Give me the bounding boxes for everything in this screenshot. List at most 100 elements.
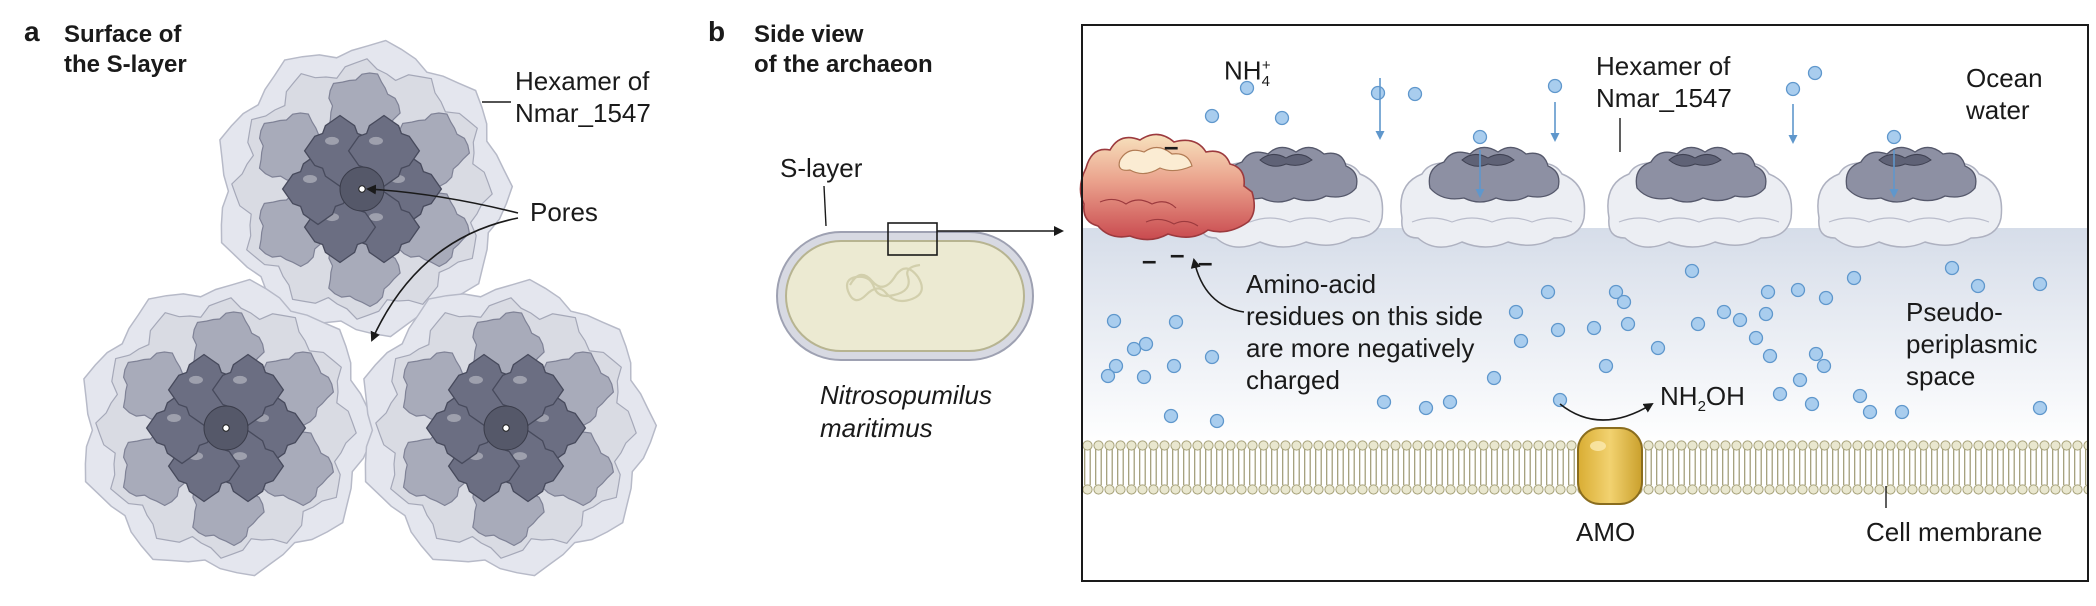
panel-a-title-line1: Surface of [64, 21, 182, 48]
cell-membrane-label: Cell membrane [1866, 517, 2043, 547]
panel-a-hexamer-label-line1: Hexamer of [515, 66, 650, 96]
zoomed-inset [1079, 24, 2089, 582]
panel-b-title-line2: of the archaeon [754, 51, 933, 78]
hexamer-contour [1618, 217, 1780, 223]
hexamer-side-profile [1400, 146, 1586, 248]
genome-coil [845, 263, 923, 303]
ammonia-molecule [1716, 304, 1732, 320]
pore-arrow-1 [366, 184, 519, 214]
pore-icon [222, 424, 230, 432]
ammonia-molecule [1970, 278, 1986, 294]
organism-name-line1: Nitrosopumilus [820, 380, 992, 410]
ammonia-molecule [1846, 270, 1862, 286]
ammonia-molecule [1166, 358, 1182, 374]
ammonia-molecule [1886, 129, 1902, 145]
hexamer-side-profile [1607, 146, 1793, 248]
hexamer-unit [219, 39, 514, 338]
hexamer-top-domain [1635, 146, 1767, 203]
ammonia-molecule [1586, 320, 1602, 336]
ocean-water-label-line1: Ocean [1966, 63, 2043, 93]
amo-label: AMO [1576, 517, 1636, 547]
pores-label: Pores [530, 197, 598, 227]
charge-label-line2: residues on this side [1246, 301, 1484, 331]
ammonia-molecule [2032, 400, 2048, 416]
hexamer-core [1878, 154, 1932, 167]
hexamer-core [1668, 154, 1722, 167]
petal-highlight [369, 213, 383, 222]
hexamer-top-domain [1428, 146, 1560, 203]
panel-a-letter: a [24, 16, 40, 47]
archaeon-cell [776, 185, 1064, 361]
hexamer-contour [1411, 217, 1573, 223]
inset-frame [1081, 24, 2089, 582]
ammonia-molecule [1608, 284, 1624, 300]
ammonia-molecule [1792, 372, 1808, 388]
ammonia-molecule [1239, 80, 1255, 96]
negative-charge-sign: – [1198, 247, 1213, 277]
hexamer-top-domain [1226, 146, 1358, 203]
ammonia-molecule [1598, 358, 1614, 374]
petal-highlight [233, 375, 247, 384]
ammonia-molecules [1100, 65, 2048, 429]
ammonia-molecule [1550, 322, 1566, 338]
ammonia-molecule [1790, 282, 1806, 298]
ammonia-molecule [1620, 316, 1636, 332]
pore-icon [502, 424, 510, 432]
petal-highlight [447, 414, 461, 422]
ammonia-molecule [1690, 316, 1706, 332]
ammonia-molecule [1894, 404, 1910, 420]
pore-icon [358, 185, 366, 193]
ammonia-molecule [1760, 284, 1776, 300]
ammonia-molecule [1209, 413, 1225, 429]
diffusion-arrows [1375, 78, 1899, 198]
petal-highlight [189, 375, 203, 384]
ammonia-molecule [1944, 260, 1960, 276]
petal-highlight [513, 375, 527, 384]
hexamer-side-profile [1817, 146, 2003, 248]
ammonia-molecule [1785, 81, 1801, 97]
ammonia-molecule [1163, 408, 1179, 424]
reaction-arrow [1559, 402, 1654, 421]
petal-highlight [513, 452, 527, 461]
panel-b-letter: b [708, 16, 726, 47]
hexamer-contour [1828, 217, 1990, 223]
ammonia-molecule [1732, 312, 1748, 328]
s-layer-leader [823, 185, 827, 227]
ammonia-molecule [1136, 369, 1152, 385]
charge-label-line4: charged [1246, 365, 1340, 395]
amo-enzyme [1577, 427, 1643, 505]
ammonia-molecule [1547, 78, 1563, 94]
ammonia-molecule [1274, 110, 1290, 126]
ammonia-molecule [1684, 263, 1700, 279]
ammonia-molecule [1808, 346, 1824, 362]
organism-name-line2: maritimus [820, 413, 933, 443]
hexamer-core [1259, 154, 1313, 167]
ammonia-molecule [1472, 129, 1488, 145]
ammonia-molecule [1204, 349, 1220, 365]
hydroxylamine-label: NH2OH [1660, 381, 1745, 416]
ammonia-molecule [1852, 388, 1868, 404]
zoom-box [887, 222, 938, 256]
ammonia-molecule [1126, 341, 1142, 357]
inset-hexamer-label-line1: Hexamer of [1596, 51, 1731, 81]
panel-a-hexamer-label-line2: Nmar_1547 [515, 98, 651, 128]
ammonia-molecule [1758, 306, 1774, 322]
petal-highlight [167, 414, 181, 422]
ammonia-molecule [1616, 294, 1632, 310]
s-layer-surface-lattice [83, 39, 658, 577]
petal-highlight [233, 452, 247, 461]
ammonia-molecule [1204, 108, 1220, 124]
ammonia-molecule [1650, 340, 1666, 356]
ammonia-molecule [1540, 284, 1556, 300]
pseudo-periplasmic-label-line3: space [1906, 361, 1976, 391]
charged-hexamer [1079, 133, 1256, 241]
pore-arrow-2 [370, 217, 519, 342]
ammonia-molecule [1762, 348, 1778, 364]
ammonia-molecule [1370, 85, 1386, 101]
petal-highlight [325, 136, 339, 145]
charge-label-line1: Amino-acid [1246, 269, 1377, 299]
ammonia-molecule [1486, 370, 1502, 386]
ammonia-molecule [1816, 358, 1832, 374]
ammonium-label: NH4+ [1224, 55, 1271, 90]
